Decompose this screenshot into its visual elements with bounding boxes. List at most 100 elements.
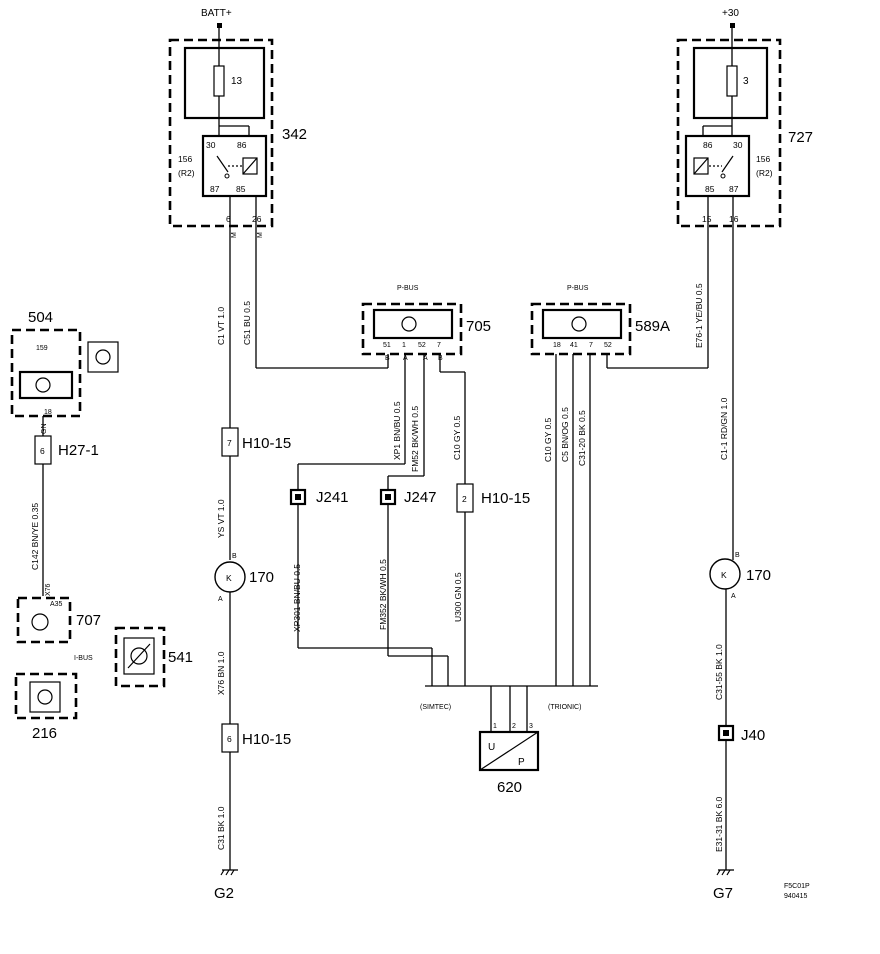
wire-c5-label: C5 BN/OG 0.5 — [560, 407, 570, 462]
pbus-705-id: 705 — [466, 318, 491, 335]
pbus-705-outline — [361, 302, 463, 356]
relay-156-right — [684, 134, 751, 198]
relay-right-pin-86: 86 — [703, 140, 713, 150]
relay-right-pin-30: 30 — [733, 140, 743, 150]
svg-text:6: 6 — [227, 734, 232, 744]
fusebox-right-out-15: 15 — [702, 214, 712, 224]
relay-right-pin-87: 87 — [729, 184, 739, 194]
svg-text:3: 3 — [529, 723, 533, 730]
fusebox-727-id: 727 — [788, 129, 813, 146]
component-504-body — [18, 370, 74, 400]
svg-text:1: 1 — [493, 723, 497, 730]
fuse-3-label: 3 — [743, 76, 749, 87]
component-707-outline — [16, 596, 72, 644]
pbus-589a-title: P-BUS — [567, 285, 589, 292]
fusebox-342-outline — [168, 38, 274, 228]
wire-c10-label-b: C10 GY 0.5 — [543, 417, 553, 462]
pbus-589a-icon — [571, 316, 587, 332]
wire-fm352-label: FM352 BK/WH 0.5 — [378, 559, 388, 630]
fuse-holder-right — [692, 46, 769, 120]
svg-text:2: 2 — [512, 723, 516, 730]
connector-h10-15-label-2: H10-15 — [481, 490, 530, 507]
component-541-label: 541 — [168, 649, 193, 666]
relay-right-pin-85: 85 — [705, 184, 715, 194]
svg-text:GN: GN — [41, 424, 48, 435]
fuse-3 — [726, 65, 738, 97]
pbus-589a-connector — [541, 308, 623, 340]
wire-xp1-label: XP1 BN/BU 0.5 — [392, 401, 402, 460]
svg-text:6: 6 — [40, 446, 45, 456]
relay-156-left — [201, 134, 268, 198]
svg-text:2: 2 — [462, 494, 467, 504]
component-620 — [478, 730, 540, 772]
svg-text:K: K — [721, 570, 727, 580]
component-216-label: 216 — [32, 725, 57, 742]
svg-text:52: 52 — [604, 342, 612, 349]
relay-left-pin-87: 87 — [210, 184, 220, 194]
fuse-holder-left — [183, 46, 266, 120]
relay-right-code: (R2) — [756, 168, 773, 178]
fuse-13-label: 13 — [231, 76, 243, 87]
relay-left-id: 156 — [178, 154, 192, 164]
relay-right-coil — [693, 157, 709, 175]
wire-c1-label: C1 VT 1.0 — [216, 307, 226, 345]
svg-text:18: 18 — [553, 342, 561, 349]
svg-text:7: 7 — [437, 342, 441, 349]
svg-text:7: 7 — [227, 438, 232, 448]
pbus-589a-outline — [530, 302, 632, 356]
pbus-705-title: P-BUS — [397, 285, 419, 292]
component-541-outline — [114, 626, 166, 688]
svg-text:1: 1 — [402, 342, 406, 349]
relay-left-coil — [242, 157, 258, 175]
svg-text:A: A — [218, 596, 223, 603]
bus-simtec-label: (SIMTEC) — [420, 704, 451, 711]
connector-h10-15-label-1: H10-15 — [242, 435, 291, 452]
wire-c10-label-a: C10 GY 0.5 — [452, 415, 462, 460]
component-216-outline — [14, 672, 78, 720]
ground-g7-label: G7 — [713, 885, 733, 902]
relay-left-pin-86: 86 — [237, 140, 247, 150]
component-170-right-label: 170 — [746, 567, 771, 584]
svg-text:7: 7 — [589, 342, 593, 349]
pbus-705-connector — [372, 308, 454, 340]
wire-x76-label: X76 BN 1.0 — [216, 651, 226, 695]
marker-m-1: M — [231, 232, 238, 238]
svg-text:P: P — [518, 757, 525, 768]
plus30-label: +30 — [722, 8, 739, 19]
wire-e31-31-label: E31-31 BK 6.0 — [714, 796, 724, 852]
splice-j40-label: J40 — [741, 727, 765, 744]
relay-left-code: (R2) — [178, 168, 195, 178]
batt-label: BATT+ — [201, 8, 232, 19]
svg-text:18: 18 — [44, 409, 52, 416]
svg-text:A35: A35 — [50, 601, 63, 608]
connector-h10-15-label-3: H10-15 — [242, 731, 291, 748]
relay-left-pin-30: 30 — [206, 140, 216, 150]
wire-e76-1-label: E76-1 YE/BU 0.5 — [694, 283, 704, 348]
wire-fm52-label: FM52 BK/WH 0.5 — [410, 406, 420, 472]
component-541-icon — [130, 647, 148, 665]
component-504-symbol — [87, 341, 119, 373]
bus-trionic-label: (TRIONIC) — [548, 704, 581, 711]
component-170-left-label: 170 — [249, 569, 274, 586]
fuse-13 — [213, 65, 225, 97]
pbus-705-icon — [401, 316, 417, 332]
component-707-label: 707 — [76, 612, 101, 629]
svg-text:K: K — [226, 573, 232, 583]
wire-c51-label: C51 BU 0.5 — [242, 301, 252, 345]
component-504-label: 504 — [28, 309, 53, 326]
fusebox-left-out-26: 26 — [252, 214, 262, 224]
svg-text:51: 51 — [383, 342, 391, 349]
fusebox-727-outline — [676, 38, 782, 228]
svg-text:B: B — [385, 355, 390, 362]
component-216-icon — [37, 689, 53, 705]
svg-text:41: 41 — [570, 342, 578, 349]
relay-left-switch — [216, 155, 229, 173]
svg-text:159: 159 — [36, 345, 48, 352]
plus30-terminal — [730, 23, 735, 28]
wire-c142-label: C142 BN/YE 0.35 — [30, 503, 40, 570]
svg-text:U: U — [488, 742, 495, 753]
component-504-outline — [10, 328, 82, 418]
svg-text:X76: X76 — [45, 583, 52, 596]
component-504-icon — [35, 377, 51, 393]
